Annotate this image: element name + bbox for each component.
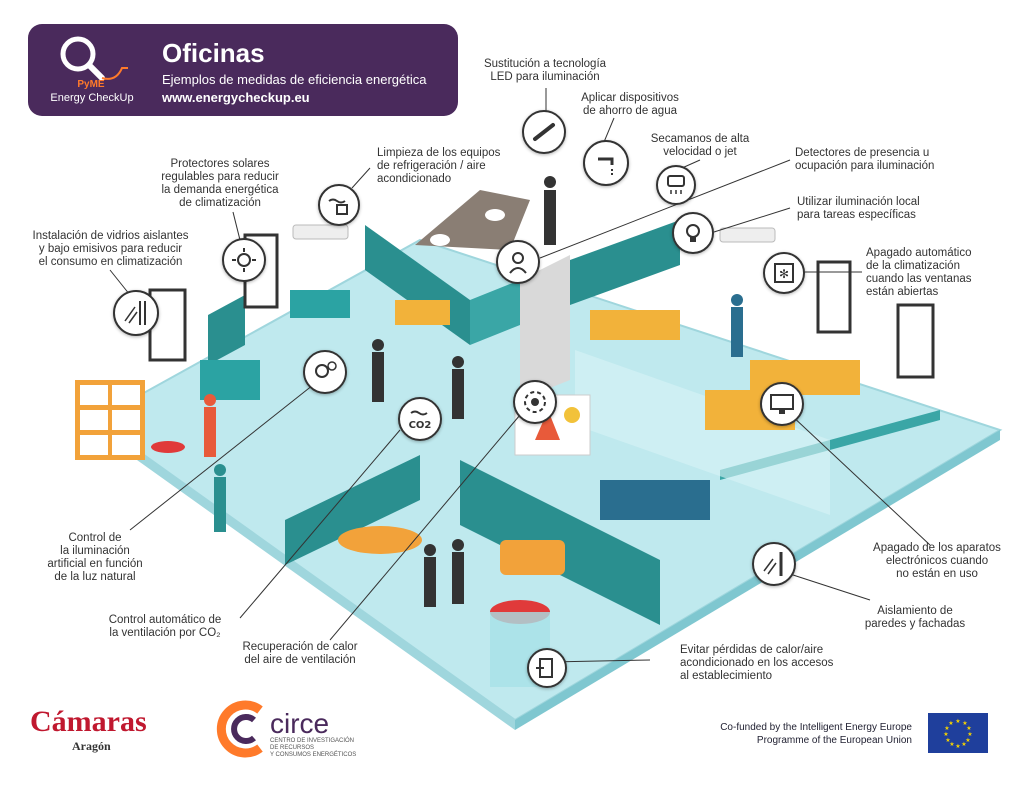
faucet-icon <box>583 140 629 186</box>
toilet <box>485 209 505 221</box>
hand-dryer-icon <box>656 165 696 205</box>
ac-unit-icon <box>318 184 360 226</box>
svg-text:★: ★ <box>965 737 970 744</box>
svg-text:CO2: CO2 <box>409 420 432 431</box>
double-glazing-icon <box>113 290 159 336</box>
header-banner <box>28 24 458 116</box>
desk <box>590 310 680 340</box>
reception-desk <box>338 526 422 554</box>
co2-sensor-icon: CO2 <box>398 397 442 441</box>
circe-logo-text: circe <box>270 708 330 739</box>
svg-text:★: ★ <box>955 743 960 750</box>
camaras-logo: Cámaras <box>30 705 147 738</box>
person <box>372 339 384 402</box>
grey-partition <box>520 255 570 400</box>
eu-funding-text: Co-funded by the Intelligent Energy Euro… <box>720 722 912 746</box>
teal-wall-right <box>570 220 680 305</box>
glass-partition <box>575 350 830 515</box>
svg-text:★: ★ <box>945 737 950 744</box>
svg-text:★: ★ <box>962 720 967 727</box>
revolving-door-icon <box>527 648 567 688</box>
person <box>214 464 226 532</box>
person <box>731 294 743 357</box>
svg-text:★: ★ <box>948 720 953 727</box>
presence-sensor-icon <box>496 240 540 284</box>
monitor-off-icon <box>760 382 804 426</box>
sun-shade-icon <box>222 238 266 282</box>
desk <box>395 300 450 325</box>
magnifier-logo-icon <box>60 36 128 81</box>
camaras-region: Aragón <box>72 739 111 753</box>
toilet <box>430 234 450 246</box>
svg-text:★: ★ <box>967 731 972 738</box>
svg-text:★: ★ <box>955 718 960 725</box>
brand-energy-checkup: Energy CheckUp <box>50 92 134 104</box>
svg-text:★: ★ <box>943 731 948 738</box>
window-snowflake-icon: ✻ <box>763 252 805 294</box>
ac-unit-right <box>719 227 776 243</box>
svg-text:★: ★ <box>944 725 949 732</box>
desk-lamp-icon <box>672 212 714 254</box>
svg-text:✻: ✻ <box>779 267 789 281</box>
heat-recovery-icon <box>513 380 557 424</box>
ac-unit <box>292 224 349 240</box>
teal-wall-left <box>208 295 245 365</box>
desk <box>290 290 350 318</box>
circe-logo-icon <box>216 700 263 758</box>
person <box>452 539 464 604</box>
window-right-top <box>816 260 852 334</box>
svg-text:★: ★ <box>949 741 954 748</box>
meeting-table <box>600 480 710 520</box>
person <box>424 544 436 607</box>
daylight-bulb-icon <box>303 350 347 394</box>
lounge-sofa <box>500 540 565 575</box>
website-link[interactable]: www.energycheckup.eu <box>162 90 310 105</box>
window-right <box>896 303 935 379</box>
wall-insulation-icon <box>752 542 796 586</box>
svg-text:★: ★ <box>966 725 971 732</box>
kitchen-counter <box>200 360 260 400</box>
page-subtitle: Ejemplos de medidas de eficiencia energé… <box>162 72 427 87</box>
led-tube-icon <box>522 110 566 154</box>
person <box>544 176 556 245</box>
svg-text:★: ★ <box>961 741 966 748</box>
brand-pyme: PyME <box>77 79 105 90</box>
teal-wall-reception <box>285 455 420 565</box>
round-table <box>151 441 185 453</box>
page-title: Oficinas <box>162 38 265 68</box>
person <box>204 394 216 457</box>
person <box>452 356 464 419</box>
eu-flag-icon: ★★★★★★ ★★★★★★ <box>928 713 988 753</box>
